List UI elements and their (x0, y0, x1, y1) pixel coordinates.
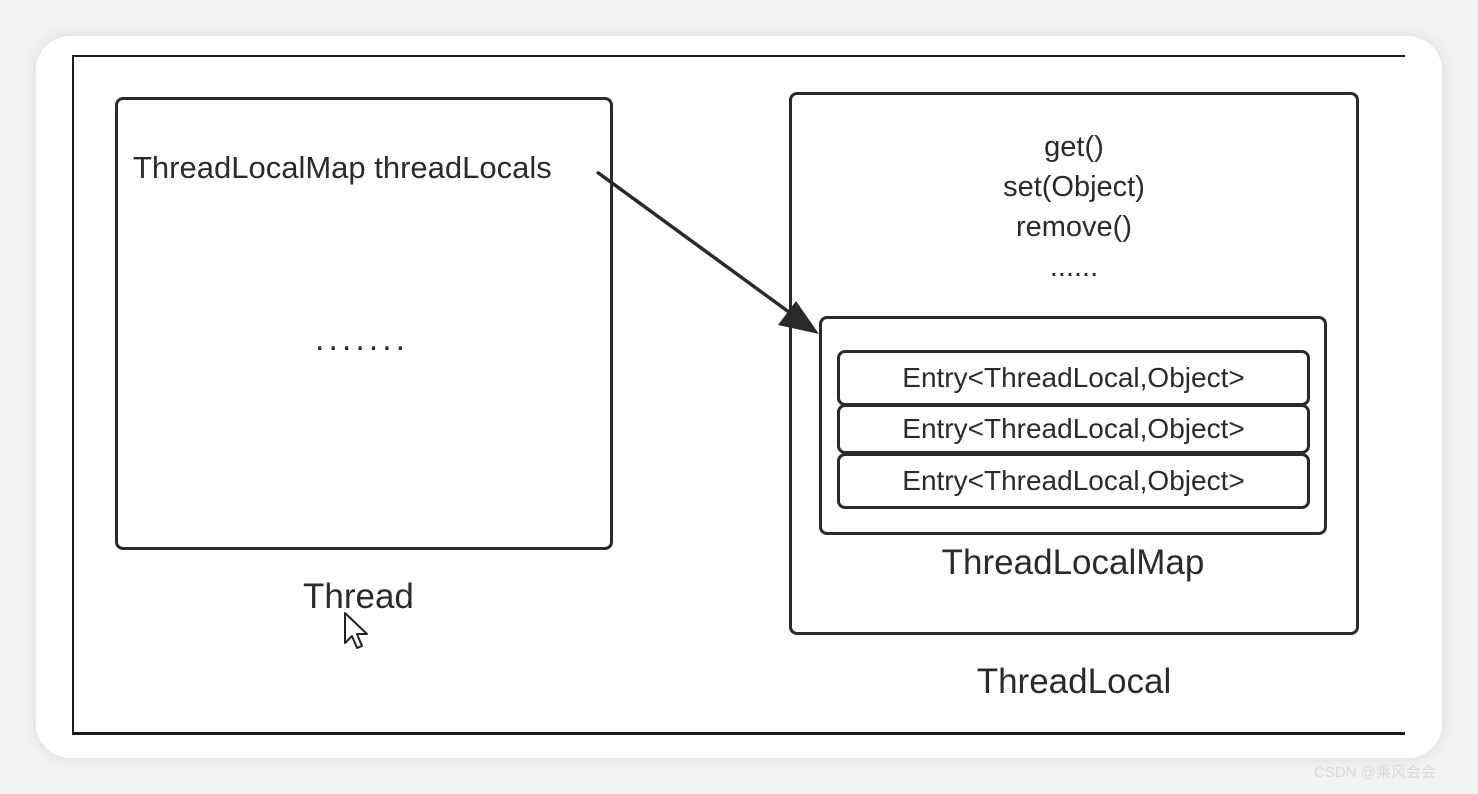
thread-local-map-caption: ThreadLocalMap (941, 543, 1205, 582)
map-entry: Entry<ThreadLocal,Object> (837, 404, 1310, 454)
methods-ellipsis: ...... (1049, 251, 1099, 283)
thread-local-caption: ThreadLocal (976, 662, 1172, 701)
arrow-head (778, 301, 819, 334)
method-set: set(Object) (1003, 171, 1145, 203)
thread-locals-field-label: ThreadLocalMap threadLocals (133, 150, 552, 185)
map-entry: Entry<ThreadLocal,Object> (837, 350, 1310, 406)
method-get: get() (1044, 131, 1104, 163)
csdn-watermark: CSDN @乘风会会 (1314, 764, 1436, 781)
thread-local-methods: get() set(Object) remove() ...... (789, 127, 1359, 287)
thread-box (115, 97, 613, 550)
map-entry: Entry<ThreadLocal,Object> (837, 453, 1310, 509)
thread-caption: Thread (303, 577, 414, 616)
mouse-pointer-icon (344, 612, 368, 649)
thread-ellipsis: ....... (315, 320, 410, 358)
arrow-shaft (595, 170, 795, 317)
method-remove: remove() (1015, 211, 1132, 243)
diagram-frame (72, 55, 1405, 735)
